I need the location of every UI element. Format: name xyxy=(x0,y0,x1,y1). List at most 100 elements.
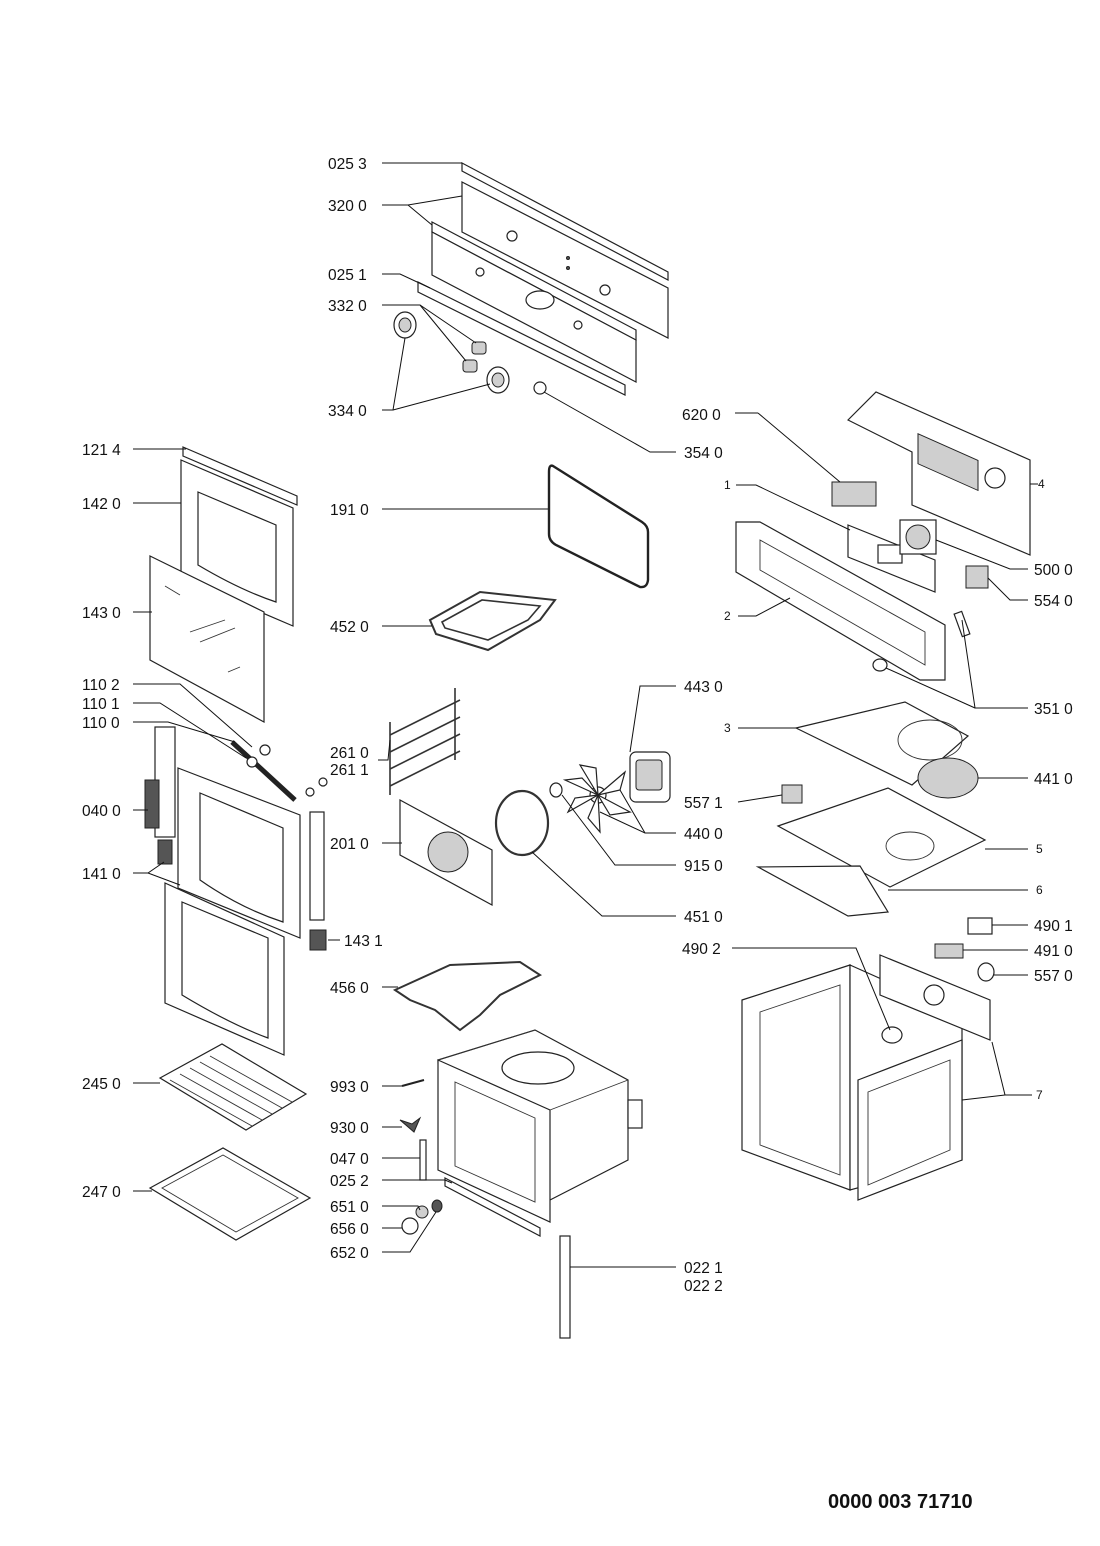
top-trim-strip xyxy=(461,162,669,281)
callout-label: 332 0 xyxy=(328,298,367,315)
callout-label: 025 3 xyxy=(328,156,367,173)
lower-heating-element xyxy=(392,960,543,1032)
door-side-strip xyxy=(309,811,325,921)
leader-line xyxy=(987,577,1028,601)
leader-line xyxy=(736,484,851,531)
knob-shaft xyxy=(471,341,487,355)
callout-label: 110 2 xyxy=(82,677,120,694)
door-switch xyxy=(967,917,993,935)
callout-label: 261 0 xyxy=(330,745,369,762)
top-shield-opening xyxy=(885,831,935,861)
probe-sensor xyxy=(953,610,971,638)
callout-label: 915 0 xyxy=(684,858,723,875)
grill-heating-element-inner xyxy=(440,599,542,641)
screw xyxy=(401,1079,425,1087)
cavity-front-trim xyxy=(444,1177,541,1237)
shelf-wire xyxy=(179,1073,263,1121)
door-window xyxy=(197,491,277,603)
oven-cavity-opening xyxy=(454,1081,536,1203)
callout-label: 022 2 xyxy=(684,1278,723,1295)
callout-label: 456 0 xyxy=(330,980,369,997)
outer-case-group: 490 2 7 xyxy=(682,941,1043,1201)
callout-label: 554 0 xyxy=(1034,593,1073,610)
fan-cover-grille xyxy=(427,831,469,873)
lamp-cover xyxy=(401,1217,419,1235)
leader-line xyxy=(757,412,841,483)
callout-label: 557 0 xyxy=(1034,968,1073,985)
door-hinge xyxy=(144,779,160,829)
leader-line xyxy=(133,683,253,748)
glass-reflection xyxy=(227,666,241,673)
callout-label: 110 1 xyxy=(82,696,120,713)
board-chip xyxy=(877,544,903,564)
oven-cavity-front xyxy=(437,1059,551,1223)
callout-label: 040 0 xyxy=(82,803,121,820)
leader-line xyxy=(419,304,467,362)
callout-label: 440 0 xyxy=(684,826,723,843)
inner-door-window xyxy=(199,792,284,923)
knob-right xyxy=(486,366,510,394)
panel-dot xyxy=(566,266,570,270)
callout-label: 143 0 xyxy=(82,605,121,622)
callout-label: 3 xyxy=(724,721,731,735)
callout-label: 5 xyxy=(1036,842,1043,856)
shelf-wire xyxy=(169,1079,253,1127)
rear-vent-grille xyxy=(917,432,979,492)
case-right-cutout xyxy=(867,1059,951,1186)
leader-line xyxy=(619,789,646,834)
terminal-block xyxy=(831,481,877,507)
leader-line xyxy=(561,794,676,866)
leader-line xyxy=(738,597,791,617)
callout-label: 491 0 xyxy=(1034,943,1073,960)
cooling-fan-rotor xyxy=(905,524,931,550)
lamp-holder xyxy=(881,1026,903,1044)
wire-shelf xyxy=(158,1043,308,1131)
panel-bracket xyxy=(417,281,626,396)
callout-label: 143 1 xyxy=(344,933,383,950)
leader-line xyxy=(885,667,976,709)
knob-left xyxy=(393,311,417,339)
callout-label: 141 0 xyxy=(82,866,121,883)
leader-line xyxy=(133,721,236,743)
glass-reflection xyxy=(199,627,236,643)
switch-block xyxy=(934,943,964,959)
leader-line xyxy=(991,1041,1032,1096)
leader-line xyxy=(378,739,391,761)
callout-label: 351 0 xyxy=(1034,701,1073,718)
probe-sensor-cap xyxy=(872,658,888,672)
leader-line xyxy=(392,383,491,411)
door-gasket xyxy=(547,464,650,589)
hinge-rod xyxy=(230,740,297,802)
callout-label: 500 0 xyxy=(1034,562,1073,579)
clip-930 xyxy=(399,1116,422,1133)
callout-label: 490 2 xyxy=(682,941,721,958)
baking-tray xyxy=(148,1147,312,1241)
callout-label: 7 xyxy=(1036,1088,1043,1102)
thermostat xyxy=(965,565,989,589)
hinge-washer xyxy=(259,744,271,756)
door-clip xyxy=(309,929,327,951)
panel-hole xyxy=(506,230,518,242)
callout-label: 451 0 xyxy=(684,909,723,926)
tangential-blower xyxy=(917,757,979,799)
callout-label: 320 0 xyxy=(328,198,367,215)
callout-label: 656 0 xyxy=(330,1221,369,1238)
leader-line xyxy=(629,685,676,753)
callout-label: 557 1 xyxy=(684,795,723,812)
bulb-holder xyxy=(415,1205,429,1219)
cavity-side-bracket xyxy=(627,1099,643,1129)
callout-label: 121 4 xyxy=(82,442,121,459)
knob-shaft xyxy=(462,359,478,373)
callout-label: 2 xyxy=(724,609,731,623)
door-top-trim xyxy=(182,446,298,506)
fan-blade xyxy=(562,764,632,834)
shelf-wire xyxy=(189,1067,273,1115)
door-group: 121 4 142 0 143 0 110 2 110 1 110 0 040 … xyxy=(82,442,383,1056)
control-panel-group: 025 3 320 0 025 1 332 0 334 0 354 0 xyxy=(328,156,723,462)
case-left-cutout xyxy=(759,984,841,1176)
tray-inner-rim xyxy=(161,1154,299,1233)
callout-label: 441 0 xyxy=(1034,771,1073,788)
inner-door-back-window xyxy=(181,901,269,1039)
door-latch xyxy=(157,839,173,865)
oven-cavity-group: 993 0 930 0 047 0 025 2 651 0 656 0 652 … xyxy=(330,1029,723,1339)
